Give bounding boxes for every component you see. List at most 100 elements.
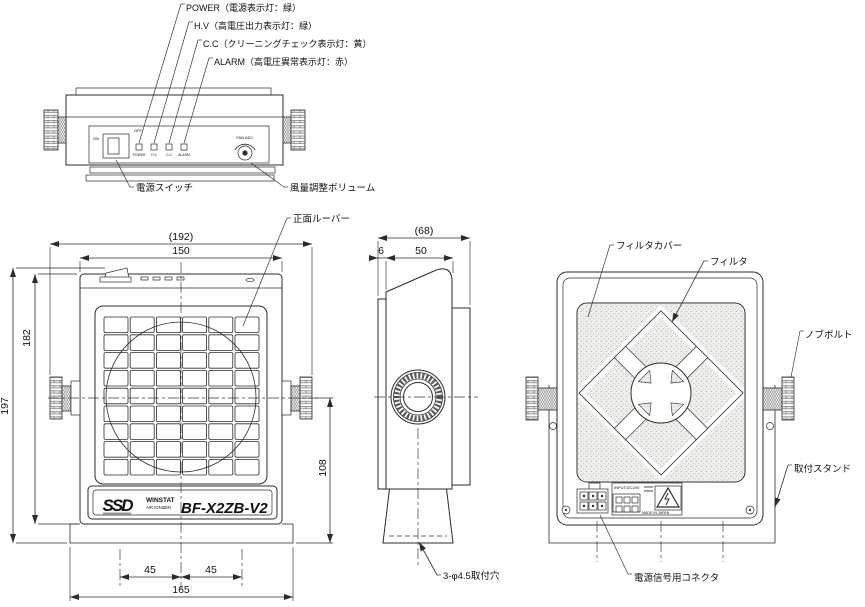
- rating-origin: MADE IN JAPAN: [642, 511, 670, 515]
- louver-cell: [129, 405, 155, 423]
- louver-cell: [234, 441, 260, 458]
- dim-overall-depth: (68): [415, 225, 434, 237]
- louver-cell: [155, 316, 181, 334]
- filter-area: [578, 304, 744, 481]
- louver-cell: [103, 369, 129, 387]
- nameplate-air-ionizer: AIR IONIZER: [146, 505, 171, 510]
- dim-overall-height: 197: [0, 397, 11, 415]
- led-cc: [165, 143, 173, 151]
- louver-cell: [103, 458, 129, 476]
- louver-cell: [234, 405, 260, 423]
- callout-power-signal-connector: 電源信号用コネクタ: [634, 572, 719, 584]
- louver-cell: [182, 334, 208, 351]
- louver-cell: [129, 387, 155, 405]
- louver-cell: [234, 352, 260, 369]
- callout-hv: H.V（高電圧出力表示灯：緑）: [194, 20, 317, 31]
- knob-bolt-left: [525, 376, 539, 421]
- louver-cell: [129, 334, 155, 351]
- led-label-alarm: ALARM: [178, 153, 190, 157]
- led-label-hv: H.V: [151, 153, 157, 157]
- louver-cell: [182, 369, 208, 387]
- callout-knob-bolt: ノブボルト: [805, 329, 853, 341]
- dim-base-width: 165: [172, 584, 190, 596]
- louver-cell: [103, 334, 129, 351]
- louver-cell: [182, 387, 208, 405]
- callout-filter-cover: フィルタカバー: [616, 241, 682, 252]
- louver-cell: [234, 387, 260, 405]
- louver-cell: [182, 423, 208, 440]
- fan-adj-label: FAN ADJ.: [236, 135, 253, 140]
- louver-cell: [103, 387, 129, 405]
- ssd-logo: SSD: [103, 496, 134, 515]
- rear-stand: [548, 385, 776, 544]
- louver-cell: [208, 369, 234, 387]
- louver-cell: [182, 316, 208, 334]
- callout-fan-volume: 風量調整ボリューム: [290, 182, 375, 194]
- callout-power: POWER（電源表示灯：緑）: [186, 2, 301, 13]
- louver-cell: [208, 352, 234, 369]
- fan-adj-knob-center: [242, 150, 248, 156]
- side-louver-edge: [377, 298, 387, 490]
- louver-cell: [103, 405, 129, 423]
- knob-bolt-left: [43, 109, 59, 151]
- stand-screw: [766, 422, 774, 430]
- dim-body-depth: 50: [415, 245, 427, 257]
- louver-cell: [103, 352, 129, 369]
- louver-cell: [208, 405, 234, 423]
- top-foot-strip: [85, 174, 275, 182]
- callout-cc: C.C（クリーニングチェック表示灯：黄）: [203, 38, 372, 49]
- louver-cell: [234, 458, 260, 476]
- louver-cell: [208, 387, 234, 405]
- callout-filter: フィルタ: [710, 257, 748, 268]
- knob-shaft-right: [290, 385, 301, 412]
- dim-louver-depth: 6: [378, 245, 384, 257]
- vent-slot: [140, 276, 149, 281]
- louver-cell: [182, 352, 208, 369]
- louver-cell: [234, 369, 260, 387]
- louver-cell: [155, 369, 181, 387]
- power-switch-rocker: [107, 137, 120, 155]
- vent-slot: [164, 276, 173, 281]
- led-label-power: POWER: [133, 153, 146, 157]
- callout-alarm: ALARM（高電圧異常表示灯：赤）: [214, 56, 353, 67]
- louver-cell: [208, 441, 234, 458]
- louver-cell: [182, 405, 208, 423]
- front-top-hole: [245, 277, 255, 283]
- louver-cell: [182, 458, 208, 476]
- callout-power-switch: 電源スイッチ: [136, 183, 193, 194]
- dim-body-height: 182: [21, 329, 33, 347]
- louver-cell: [234, 334, 260, 351]
- top-foot-strip: [89, 166, 276, 174]
- louver-cell: [234, 423, 260, 440]
- callout-front-louver: 正面ルーバー: [293, 214, 350, 225]
- vent-slot: [176, 276, 185, 281]
- knob-shaft-left: [61, 385, 72, 412]
- louver-cell: [129, 441, 155, 458]
- switch-off-label: OFF: [134, 128, 143, 133]
- louver-grid: [103, 316, 260, 476]
- logo-small-text-bar: [103, 512, 131, 515]
- knob-shaft-left: [537, 387, 558, 411]
- led-alarm: [180, 143, 188, 151]
- dim-hole-pitch-left: 45: [144, 564, 156, 576]
- louver-cell: [103, 441, 129, 458]
- side-view: (68) 6 50 3-φ4.5取付穴: [369, 225, 500, 582]
- rear-view: INPUT:DC24V MADE IN JAPAN フィルタカバー フィルタ ノ…: [525, 241, 853, 584]
- power-signal-connector: [576, 482, 609, 514]
- louver-cell: [103, 316, 129, 334]
- louver-cell: [208, 334, 234, 351]
- led-hv: [150, 143, 158, 151]
- vent-slot: [152, 276, 161, 281]
- lightning-icon: [664, 492, 670, 506]
- fan-adj-arc: [234, 143, 256, 151]
- front-view: SSD WINSTAT AIR IONIZER BF-X2ZB-V2: [48, 262, 318, 590]
- dim-overall-width: (192): [169, 231, 194, 243]
- knob-shaft-left: [57, 116, 67, 144]
- louver-cell: [155, 334, 181, 351]
- knob-bolt-right: [290, 109, 306, 151]
- louver-cell: [129, 316, 155, 334]
- dim-center-to-base: 108: [317, 459, 329, 477]
- louver-cell: [103, 423, 129, 440]
